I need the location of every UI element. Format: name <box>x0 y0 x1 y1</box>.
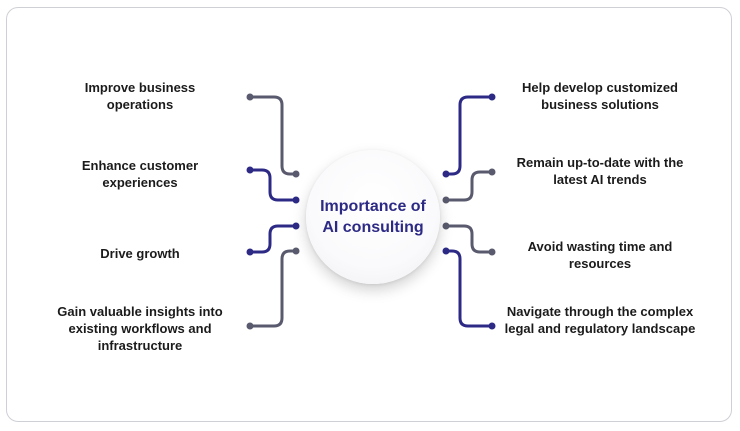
left-item-3: Drive growth <box>100 246 180 261</box>
right-item-2: Remain up-to-date with the latest AI tre… <box>516 155 684 187</box>
left-item-1: Improve business operations <box>84 80 196 112</box>
center-title: Importance of AI consulting <box>320 198 426 236</box>
connector-left-2 <box>246 166 300 204</box>
connector-left-4 <box>246 247 300 330</box>
connector-left-1 <box>246 93 300 178</box>
connector-right-1 <box>442 93 496 178</box>
connector-right-4 <box>442 247 496 330</box>
right-item-3: Avoid wasting time and resources <box>527 239 673 271</box>
connector-right-2 <box>442 168 496 204</box>
connector-right-3 <box>442 222 496 256</box>
left-item-2: Enhance customer experiences <box>81 158 199 190</box>
right-item-1: Help develop customized business solutio… <box>521 80 679 112</box>
left-item-4: Gain valuable insights into existing wor… <box>57 304 223 353</box>
right-item-4: Navigate through the complex legal and r… <box>504 304 696 336</box>
connector-left-3 <box>246 222 300 256</box>
center-node: Importance of AI consulting <box>306 150 440 284</box>
